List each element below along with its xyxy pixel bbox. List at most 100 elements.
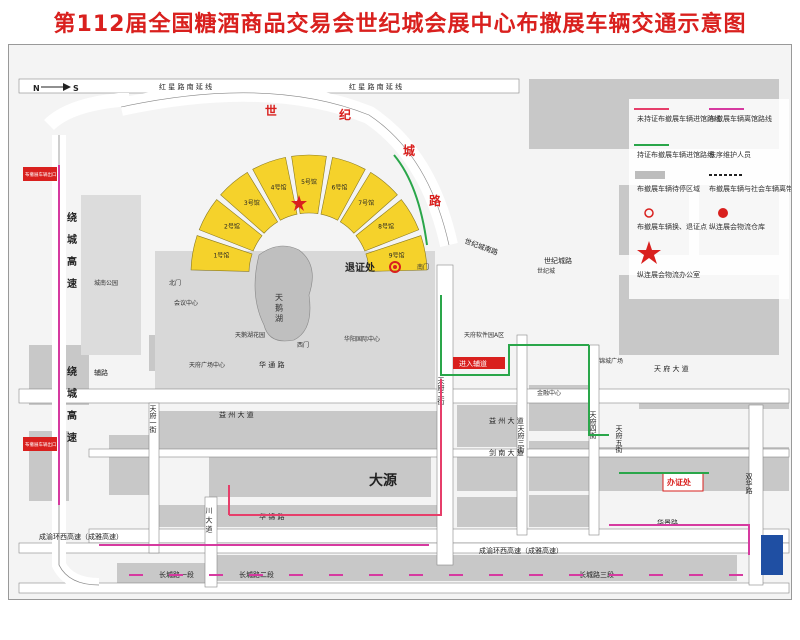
label-center: 会议中心	[174, 299, 198, 307]
road-tianfu-1st: 天府一街	[149, 405, 157, 434]
sign-left-2[interactable]	[23, 437, 57, 451]
hall-6[interactable]	[320, 157, 366, 221]
roads	[18, 78, 790, 594]
retreat-point[interactable]	[389, 261, 401, 273]
label-xichang: 西门	[297, 341, 309, 349]
hall-8[interactable]	[355, 199, 420, 252]
road-jiannan: 剑 南 大 道	[489, 448, 524, 457]
hall-label-8: 8号馆	[378, 223, 394, 231]
route-red-main	[229, 379, 442, 516]
hall-label-4: 4号馆	[271, 183, 287, 191]
route-green-tianfu	[440, 295, 589, 376]
legend-4: 秩序维护人员	[709, 150, 751, 159]
hall-2[interactable]	[198, 199, 263, 252]
label-exhibition: 华阳国际中心	[344, 335, 380, 343]
highway-char: 高	[67, 255, 77, 268]
highway-char: 城	[67, 387, 77, 400]
hall-label-6: 6号馆	[332, 183, 348, 191]
road-tianfu-3rd: 天府三街	[517, 425, 525, 454]
sign-left-2-text: 布撤展车辆出口	[25, 441, 57, 448]
sign-left-1-text: 布撤展车辆出口	[25, 171, 57, 178]
road-fujie: 辅路	[94, 368, 108, 377]
routes	[58, 154, 750, 576]
entrance-label: 进入辅道	[459, 359, 487, 368]
label-jingcheng: 锦城广场	[599, 357, 623, 365]
highway-char: 速	[67, 277, 77, 290]
office-label: 办证处	[667, 477, 692, 487]
legend-2: 布撤展车辆离馆路线	[709, 114, 772, 123]
compass: N S	[33, 83, 79, 93]
highway-char: 速	[67, 431, 77, 444]
hall-label-9: 9号馆	[389, 252, 405, 260]
label-trading: 金融中心	[537, 389, 561, 397]
road-hongxing-1: 红 星 路 南 延 线	[159, 82, 212, 91]
highway-char: 城	[67, 233, 77, 246]
city-blocks	[29, 79, 789, 591]
label-tianfu-soft: 天府软件园A区	[464, 331, 504, 339]
legend: 未持证布撤展车辆进馆路线 布撤展车辆离馆路线 持证布撤展车辆进馆路线 秩序维护人…	[629, 99, 792, 299]
legend-9: 纵连展会物流办公室	[637, 270, 700, 279]
road-yizhou-west: 益 州 大 道	[219, 410, 254, 419]
route-pink-east	[609, 524, 750, 555]
sign-left-1[interactable]	[23, 167, 57, 181]
lake-label: 天 鹅 湖	[275, 293, 284, 323]
route-green-east	[588, 345, 609, 436]
east-blue-sign[interactable]	[761, 535, 783, 575]
road-tianfu-5th: 天府五街	[615, 425, 623, 454]
road-chuan: 川 大 道	[205, 507, 213, 534]
hall-9[interactable]	[365, 235, 428, 272]
entrance-sign[interactable]	[453, 357, 505, 369]
legend-3: 持证布撤展车辆进馆路线	[637, 150, 714, 159]
arc-road-char: 世	[265, 103, 277, 118]
road-tianfu-east: 天 府 大 道	[654, 364, 689, 373]
route-green-arc	[393, 154, 428, 246]
retreat-label: 退证处	[345, 261, 376, 274]
park-block	[81, 195, 141, 355]
label-huayu-square: 天鹅湖花园	[235, 331, 265, 339]
road-hongxing-2: 红 星 路 南 延 线	[349, 82, 402, 91]
highway-char: 绕	[67, 211, 77, 224]
hall-label-7: 7号馆	[358, 199, 374, 207]
highway-char: 绕	[67, 365, 77, 378]
road-huayu: 华景路	[657, 518, 678, 527]
hall-label-3: 3号馆	[244, 199, 260, 207]
road-shiji: 世纪城路	[544, 256, 572, 265]
logistics-office-star-icon	[291, 195, 307, 211]
arc-road-char: 城	[403, 143, 415, 158]
legend-8: 纵连展会物流仓库	[709, 222, 765, 231]
svg-text:S: S	[73, 84, 79, 93]
label-tianfu-hotel: 天府广场中心	[189, 361, 225, 369]
road-shuangyong: 双华路	[745, 473, 753, 495]
hall-4[interactable]	[252, 157, 298, 221]
road-tianfu-4th: 天府四街	[589, 411, 597, 440]
map-title: 第112届全国糖酒商品交易会世纪城会展中心布撤展车辆交通示意图	[53, 12, 747, 37]
road-yizhou-east: 益 州 大 道	[489, 416, 524, 425]
label-park: 城南公园	[94, 279, 118, 287]
hall-1[interactable]	[190, 235, 253, 272]
hall-label-5: 5号馆	[301, 178, 317, 186]
swan-lake	[254, 245, 313, 342]
road-shiji-south: 世纪城南路	[463, 236, 499, 256]
arc-road-char: 路	[429, 193, 442, 208]
arc-road-char: 纪	[339, 107, 351, 122]
hall-7[interactable]	[339, 171, 398, 234]
road-chengyu-2: 成渝环西高速（成雅高速）	[479, 546, 563, 555]
hall-label-2: 2号馆	[224, 223, 240, 231]
label-shiji: 世纪城	[537, 267, 555, 275]
arc-road-label: 世 纪城路	[265, 103, 442, 208]
legend-1: 未持证布撤展车辆进馆路线	[637, 114, 721, 123]
label-beimen: 北门	[169, 279, 181, 287]
road-chengyu-1: 成渝环西高速（成雅高速）	[39, 532, 123, 541]
road-huatong: 华 通 路	[259, 360, 284, 369]
hall-3[interactable]	[220, 171, 279, 234]
svg-text:N: N	[33, 84, 40, 93]
highway-char: 高	[67, 409, 77, 422]
label-nanmen: 南门	[417, 263, 429, 271]
legend-6: 布撤展车辆与社会车辆离带	[709, 184, 792, 193]
legend-5: 布撤展车辆待停区域	[637, 184, 700, 193]
